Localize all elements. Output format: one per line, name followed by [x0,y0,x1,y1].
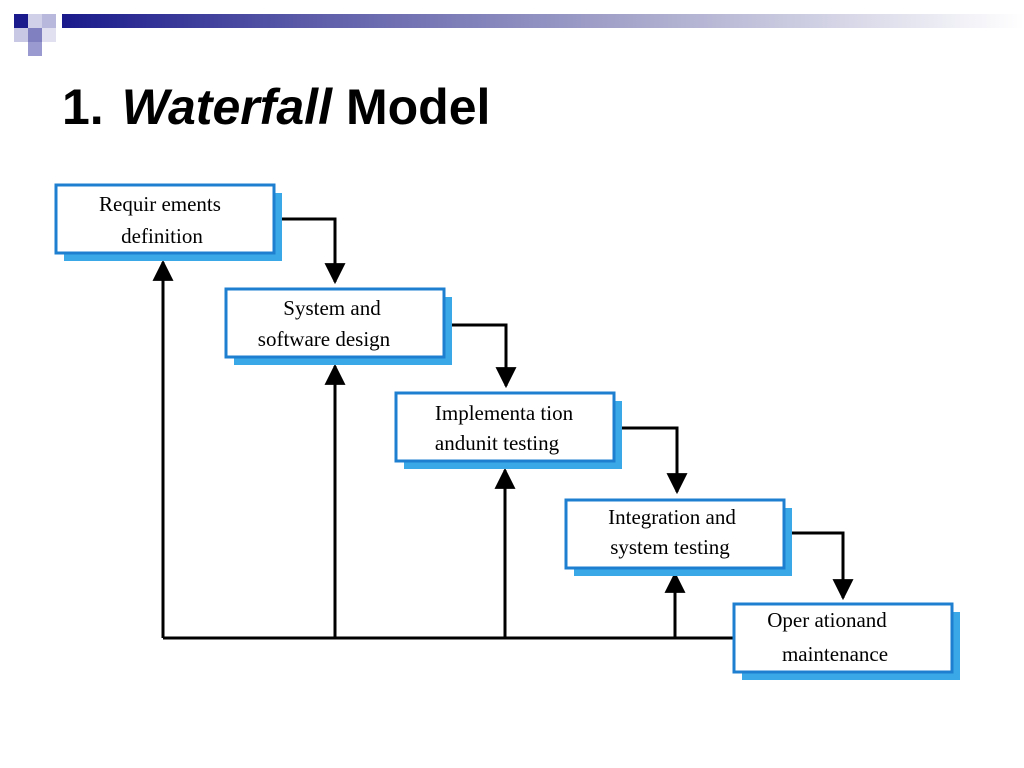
stage-label-line1: Requir ements [99,192,221,216]
stage-operation: Oper ationand maintenance [732,602,960,680]
stage-requirements: Requir ements definition [54,183,282,261]
header-square-mid [28,42,42,56]
header-gradient-bar [62,14,1024,28]
header-square-mid [14,28,28,42]
stage-system-design: System and software design [224,287,452,365]
stage-label-line1: Integration and [608,505,736,529]
stage-box [54,183,276,255]
header-square-light [42,14,56,28]
flow-arrow-2 [443,323,517,389]
title-number: 1. [62,79,104,135]
feedback-lines [152,259,734,640]
stage-integration: Integration and system testing [564,498,792,576]
stage-label-line2: maintenance [782,642,888,666]
stage-box [224,287,446,359]
stage-box [732,602,954,674]
header-decoration [0,0,1024,64]
header-square-light [28,14,42,28]
stage-label-line1: Implementa tion [435,401,574,425]
stage-label-line1: Oper ationand [767,608,887,632]
stage-label-line2: system testing [610,535,730,559]
flow-arrow-1 [273,217,346,285]
stage-label-line2: andunit testing [435,431,560,455]
stage-box [564,498,786,570]
stage-label-line1: System and [283,296,381,320]
stage-label-line2: software design [258,327,391,351]
flow-arrow-4 [783,531,854,601]
stage-box [394,391,616,463]
header-square-dark [14,14,28,28]
flow-arrows [273,217,854,601]
header-square-mid [28,28,42,42]
title-italic: Waterfall [121,79,332,135]
flow-arrow-3 [613,426,688,495]
title-rest: Model [345,79,491,135]
stage-implementation: Implementa tion andunit testing [394,391,622,469]
header-square-light [42,28,56,42]
stage-label-line2: definition [121,224,203,248]
